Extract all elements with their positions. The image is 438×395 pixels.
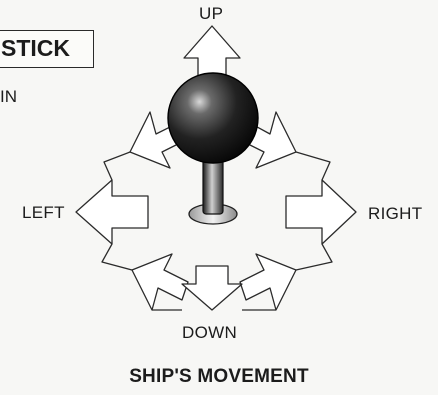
left-arrow (76, 180, 148, 244)
down-right-arrow (240, 254, 296, 310)
up-arrow (184, 26, 240, 76)
diagram-caption: SHIP'S MOVEMENT (0, 366, 438, 388)
joystick-ball (168, 73, 258, 163)
up-label: UP (199, 4, 223, 24)
left-label: LEFT (22, 203, 65, 223)
down-label: DOWN (182, 323, 237, 343)
outline-lower-right (296, 244, 332, 270)
joystick-shaft (203, 158, 223, 214)
down-arrow (182, 266, 242, 310)
outline-upper-left (104, 152, 130, 180)
down-left-arrow (132, 254, 188, 310)
outline-lower-left (102, 244, 132, 270)
outline-upper-right (296, 152, 330, 180)
right-label: RIGHT (368, 204, 422, 224)
right-arrow (286, 180, 356, 244)
